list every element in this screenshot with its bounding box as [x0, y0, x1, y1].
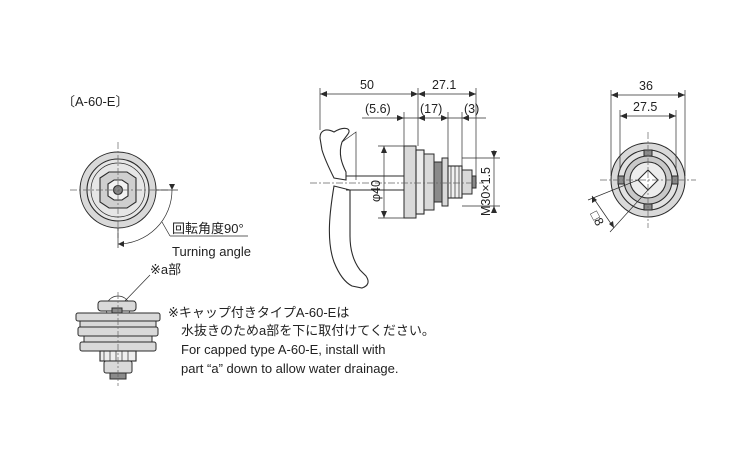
dim-27-1: 27.1 — [432, 78, 456, 92]
dim-dia-40: φ40 — [369, 180, 383, 202]
dim-17: (17) — [420, 102, 442, 116]
rotation-label-en: Turning angle — [172, 244, 251, 259]
end-view — [587, 90, 696, 233]
dim-3: (3) — [464, 102, 479, 116]
dim-50: 50 — [360, 78, 374, 92]
dim-36: 36 — [639, 79, 653, 93]
note-line-2: 水抜きのためa部を下に取付けてください。 — [181, 323, 435, 338]
model-label: 〔A-60-E〕 — [62, 94, 128, 109]
note-line-1: ※キャップ付きタイプA-60-Eは — [168, 305, 349, 320]
note-line-3: For capped type A-60-E, install with — [181, 342, 386, 357]
front-view — [70, 142, 248, 248]
dim-27-5: 27.5 — [633, 100, 657, 114]
bottom-side-view — [75, 274, 161, 386]
dim-5-6: (5.6) — [365, 102, 391, 116]
dim-square-8: □8 — [587, 209, 606, 228]
part-a-marker: ※a部 — [150, 262, 181, 277]
rotation-label-jp: 回転角度90° — [172, 221, 244, 236]
note-line-4: part “a” down to allow water drainage. — [181, 361, 399, 376]
side-view — [310, 88, 500, 289]
dim-thread-m30: M30×1.5 — [479, 167, 493, 216]
